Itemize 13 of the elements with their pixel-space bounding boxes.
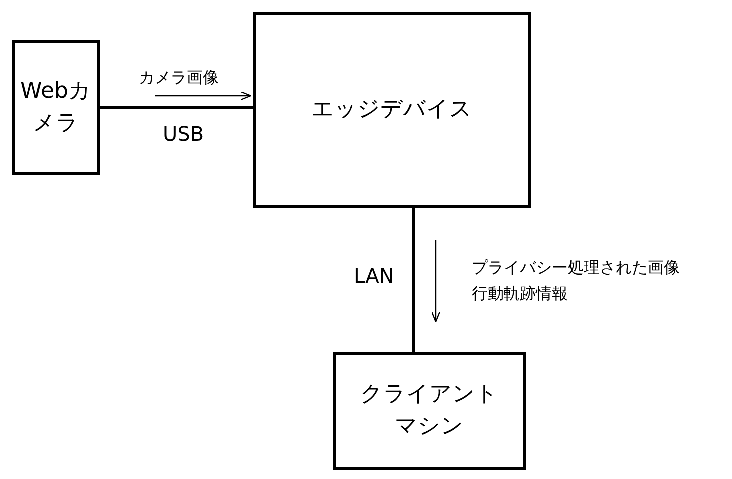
- connector-line: [412, 208, 416, 352]
- process-box: [333, 352, 526, 470]
- node-label: Webカメラ: [20, 78, 92, 138]
- node-label: エッジデバイス: [310, 96, 474, 124]
- flow-note: 行動軌跡情報: [472, 284, 568, 305]
- flow-note: カメラ画像: [139, 68, 219, 89]
- edge-label: LAN: [354, 264, 394, 288]
- edge-label: USB: [163, 122, 204, 146]
- flow-note: プライバシー処理された画像: [472, 258, 680, 279]
- node-label: クライアントマシン: [360, 381, 500, 441]
- process-box: [12, 40, 100, 175]
- connector-line: [100, 106, 253, 110]
- process-box: [253, 12, 531, 208]
